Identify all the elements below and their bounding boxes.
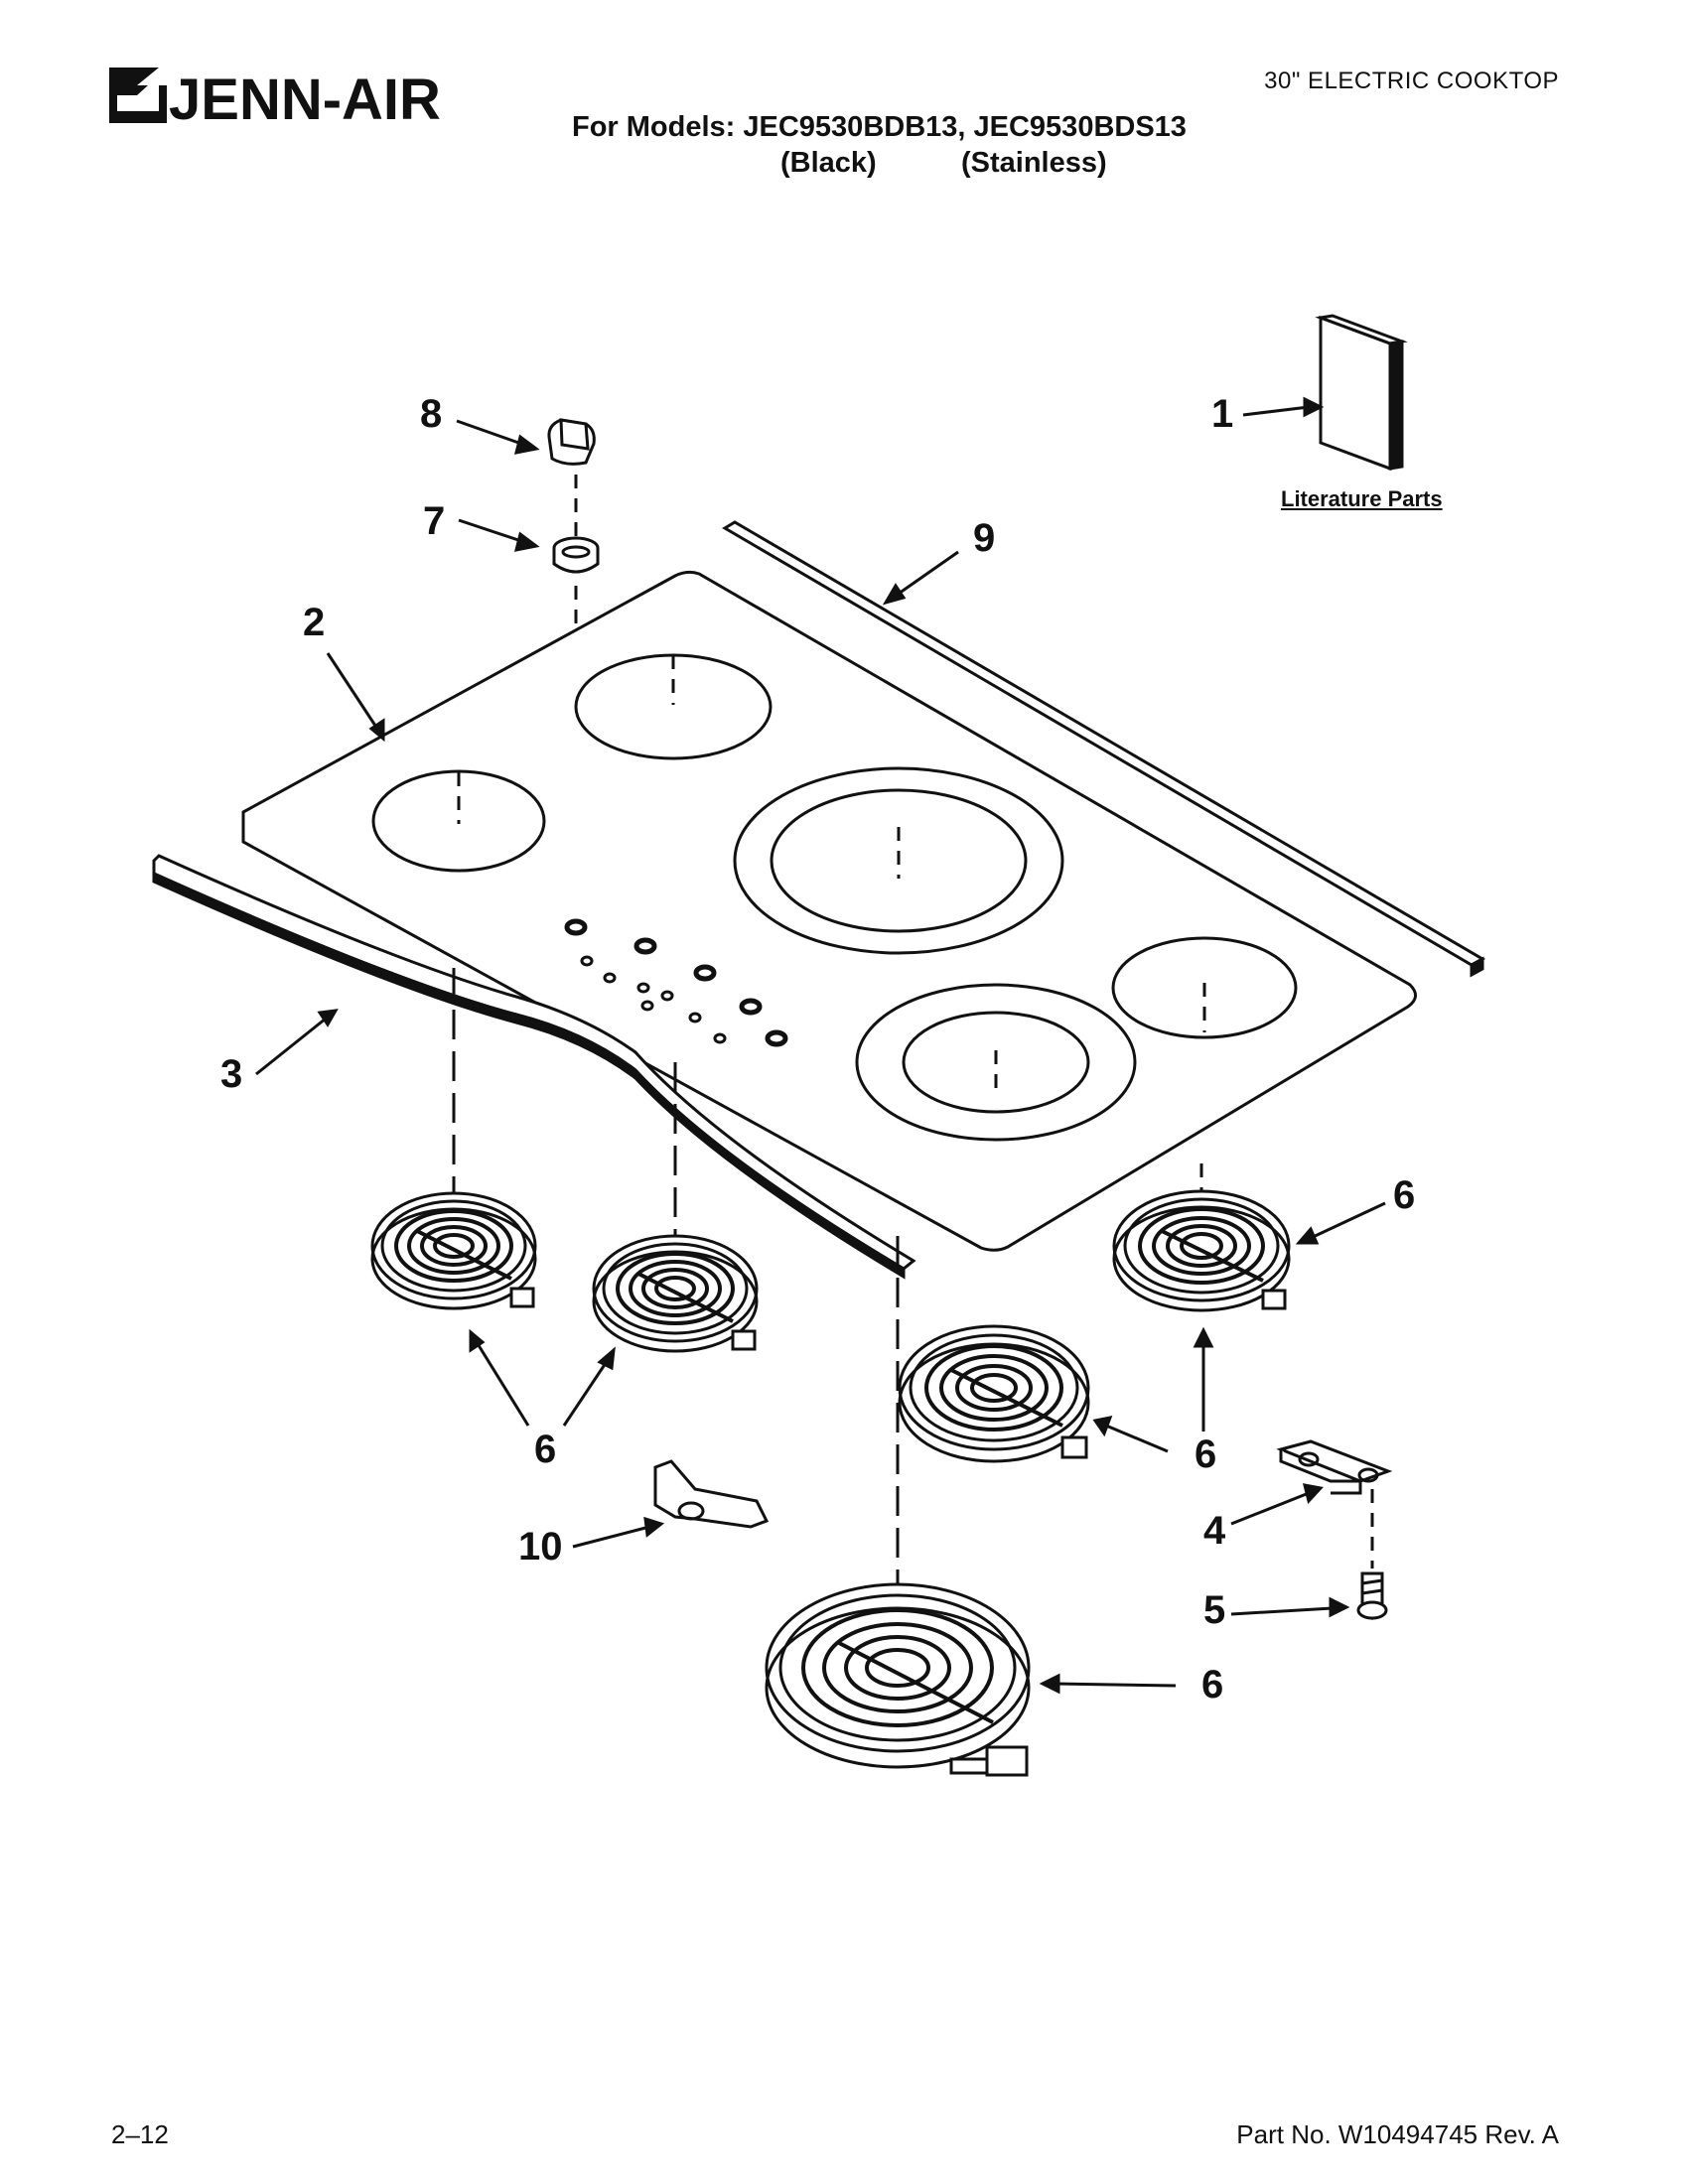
part-number: Part No. W10494745 Rev. A xyxy=(1236,2119,1559,2149)
brand-logo: JENN-AIR xyxy=(107,62,564,136)
brand-mark-icon: JENN-AIR xyxy=(109,68,441,132)
heating-element-icon xyxy=(592,1234,759,1353)
callout-9: 9 xyxy=(973,516,996,560)
heating-element-icon xyxy=(765,1582,1031,1777)
callout-1: 1 xyxy=(1211,392,1234,436)
rear-trim-strip xyxy=(722,520,1486,978)
variant-black: (Black) xyxy=(780,147,877,179)
screw-icon xyxy=(1356,1571,1388,1621)
literature-parts-label: Literature Parts xyxy=(1281,486,1443,511)
callout-3: 3 xyxy=(220,1052,243,1096)
variant-stainless: (Stainless) xyxy=(961,147,1107,179)
knob-bezel-icon xyxy=(552,536,600,574)
page-number: 2–12 xyxy=(111,2119,169,2149)
callout-6-left: 6 xyxy=(534,1428,557,1471)
heating-element-icon xyxy=(1112,1189,1291,1312)
callout-6-bottom: 6 xyxy=(1201,1663,1224,1706)
callout-5: 5 xyxy=(1203,1588,1226,1632)
mounting-bracket-icon xyxy=(653,1459,770,1529)
hold-down-clip-icon xyxy=(1276,1439,1393,1495)
callout-6-center: 6 xyxy=(1195,1433,1217,1476)
control-knob-icon xyxy=(547,418,596,466)
callout-10: 10 xyxy=(518,1525,563,1569)
heating-element-icon xyxy=(370,1191,537,1310)
product-title: 30" ELECTRIC COOKTOP xyxy=(1264,68,1559,94)
callout-7: 7 xyxy=(423,499,446,543)
callout-8: 8 xyxy=(420,392,443,436)
callout-6-right: 6 xyxy=(1393,1173,1416,1217)
callout-2: 2 xyxy=(303,601,326,644)
brand-wordmark: JENN-AIR xyxy=(169,68,441,131)
heating-element-icon xyxy=(898,1324,1090,1463)
front-trim-strip xyxy=(152,854,916,1280)
models-line: For Models: JEC9530BDB13, JEC9530BDS13 xyxy=(572,111,1187,143)
literature-book-icon xyxy=(1315,314,1408,472)
callout-4: 4 xyxy=(1203,1509,1226,1553)
cooktop-glass xyxy=(241,570,1417,1252)
